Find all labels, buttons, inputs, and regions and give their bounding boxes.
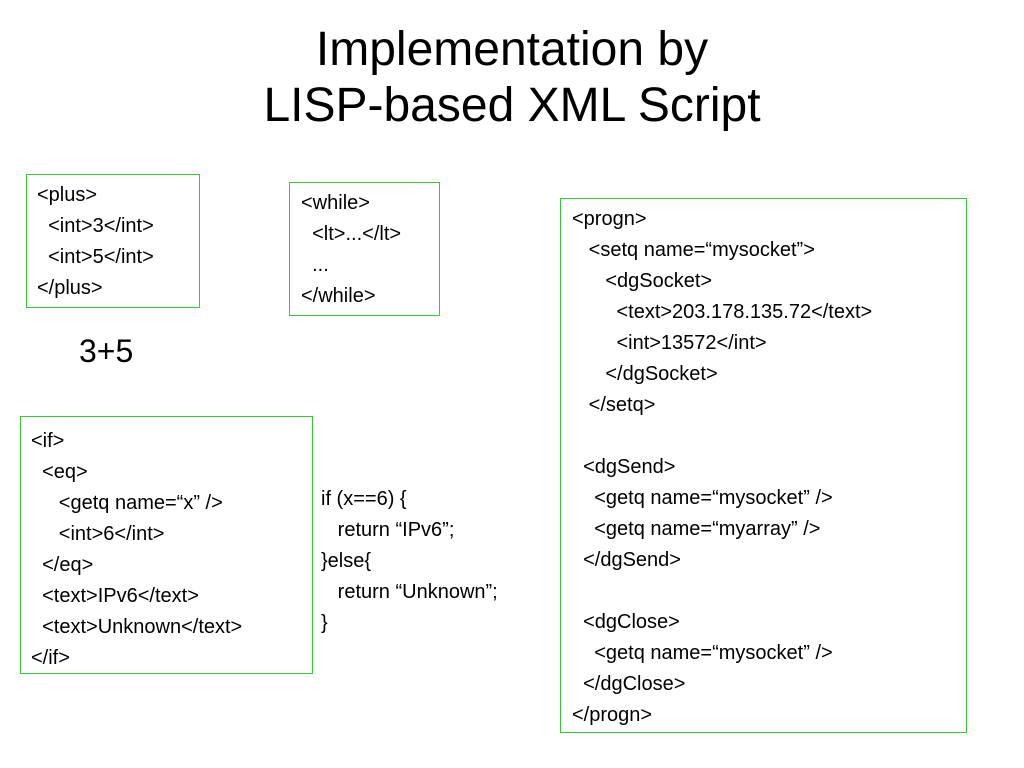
code-line: <text>Unknown</text> [31, 616, 243, 638]
if-code-box: <if> <eq> <getq name=“x” /> <int>6</int>… [20, 416, 313, 674]
while-code-box: <while> <lt>...</lt> ... </while> [289, 182, 440, 316]
code-line: <if> [31, 430, 65, 452]
slide-title: Implementation by LISP-based XML Script [0, 22, 1024, 134]
code-line: <while> [301, 192, 370, 214]
code-line: return “IPv6”; [321, 519, 455, 541]
code-line: <progn> [572, 208, 647, 230]
code-line: <text>IPv6</text> [31, 585, 199, 607]
plus-code-box: <plus> <int>3</int> <int>5</int> </plus> [26, 174, 200, 308]
code-line: </if> [31, 647, 70, 669]
code-line: <getq name=“mysocket” /> [572, 642, 833, 664]
code-line: </eq> [31, 554, 94, 576]
code-line: <int>13572</int> [572, 332, 767, 354]
code-line [572, 576, 966, 607]
code-line: <eq> [31, 461, 88, 483]
code-line: <text>203.178.135.72</text> [572, 301, 873, 323]
code-line: <int>6</int> [31, 523, 165, 545]
code-line: <int>3</int> [37, 215, 154, 237]
code-line: <lt>...</lt> [301, 223, 402, 245]
code-line: <setq name=“mysocket”> [572, 239, 815, 261]
if-else-code: if (x==6) { return “IPv6”; }else{ return… [321, 484, 498, 639]
code-line: </while> [301, 285, 376, 307]
code-line: </setq> [572, 394, 656, 416]
progn-code-box: <progn> <setq name=“mysocket”> <dgSocket… [560, 198, 967, 733]
code-line: </progn> [572, 704, 653, 726]
code-line: </dgSend> [572, 549, 681, 571]
code-line: <getq name=“x” /> [31, 492, 223, 514]
code-line: <getq name=“mysocket” /> [572, 487, 833, 509]
code-line: ... [301, 254, 329, 276]
code-line: <dgSocket> [572, 270, 713, 292]
code-line [572, 421, 966, 452]
code-line: return “Unknown”; [321, 581, 498, 603]
code-line: <plus> [37, 184, 98, 206]
slide-title-line-1: Implementation by [315, 23, 709, 76]
code-line: </dgClose> [572, 673, 686, 695]
plus-caption: 3+5 [79, 333, 134, 369]
slide-title-line-2: LISP-based XML Script [263, 79, 761, 132]
code-line: <int>5</int> [37, 246, 154, 268]
code-line: } [321, 612, 328, 634]
code-line: <dgClose> [572, 611, 680, 633]
code-line: <dgSend> [572, 456, 676, 478]
code-line: </dgSocket> [572, 363, 718, 385]
code-line: if (x==6) { [321, 488, 407, 510]
code-line: </plus> [37, 277, 103, 299]
code-line: }else{ [321, 550, 372, 572]
code-line: <getq name=“myarray” /> [572, 518, 821, 540]
